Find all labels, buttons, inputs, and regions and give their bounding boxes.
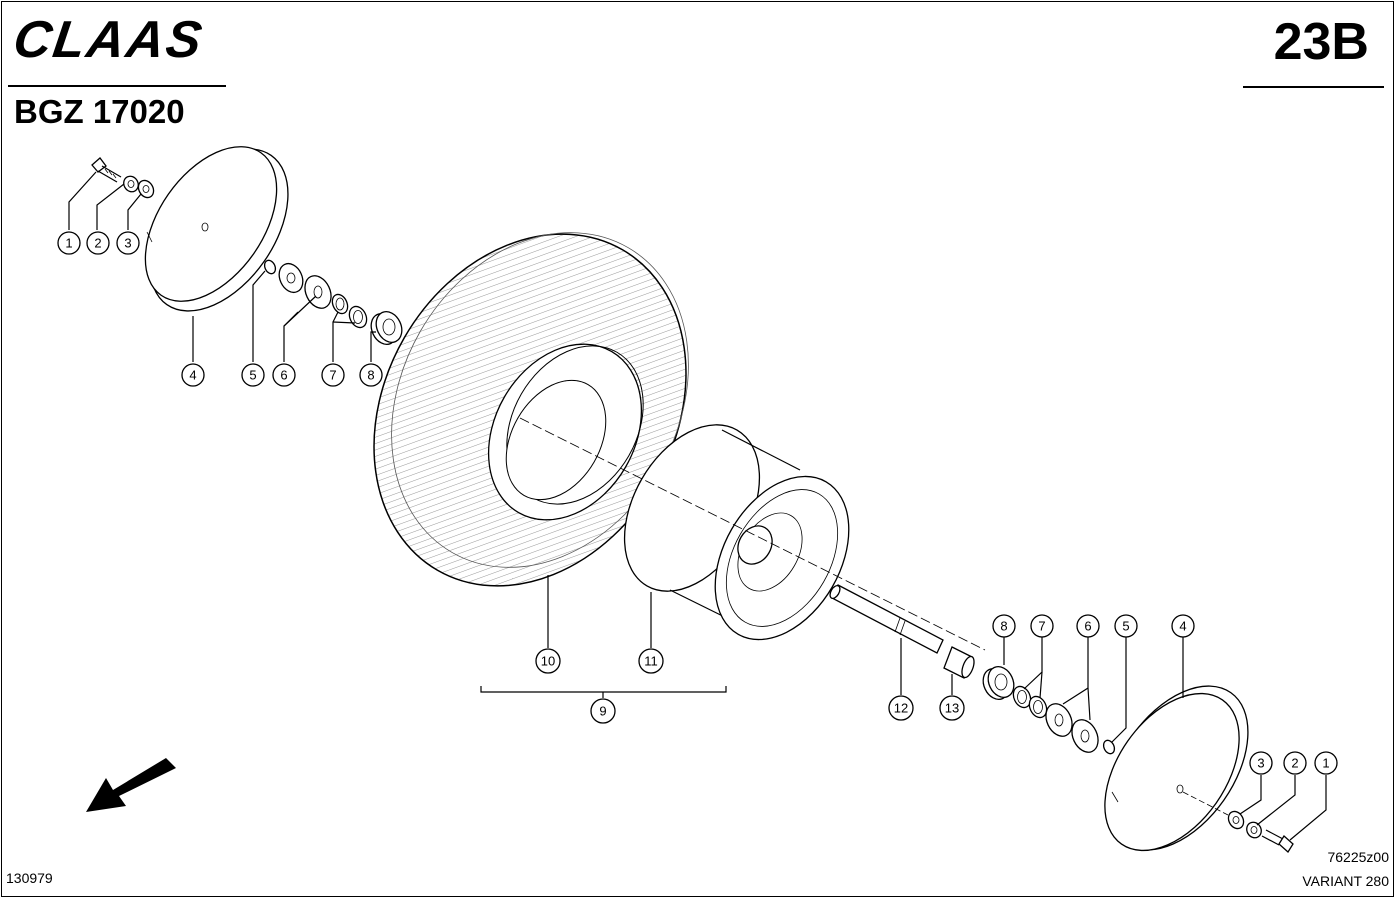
document-code: 130979 <box>6 870 53 886</box>
circlip-icon <box>263 259 277 275</box>
svg-text:11: 11 <box>644 654 658 669</box>
callout-8: 8 <box>992 614 1016 638</box>
rim-icon <box>623 424 850 641</box>
callout-8: 8 <box>359 363 383 387</box>
callout-2: 2 <box>86 231 110 255</box>
callout-4: 4 <box>181 363 205 387</box>
hub-cap-icon <box>1104 685 1249 852</box>
svg-text:4: 4 <box>1179 619 1186 634</box>
page-number: 23B <box>1273 13 1369 71</box>
svg-text:7: 7 <box>1038 619 1045 634</box>
svg-text:2: 2 <box>1291 756 1298 771</box>
callout-3: 3 <box>1249 751 1273 775</box>
model-title: BGZ 17020 <box>14 93 185 130</box>
callout-13: 13 <box>939 695 965 721</box>
svg-text:9: 9 <box>599 704 606 719</box>
drawing-code: 76225z00 <box>1327 849 1389 865</box>
variant-label: VARIANT 280 <box>1302 873 1389 889</box>
bearing-icon <box>982 665 1015 701</box>
svg-text:10: 10 <box>541 654 555 669</box>
leader-lines <box>68 171 1327 841</box>
bearing-icon <box>370 310 403 346</box>
svg-text:5: 5 <box>1122 619 1129 634</box>
svg-text:6: 6 <box>280 368 287 383</box>
svg-text:8: 8 <box>1000 619 1007 634</box>
washer-icon <box>1227 810 1245 830</box>
circlip-icon <box>1102 739 1116 755</box>
svg-text:3: 3 <box>1257 756 1264 771</box>
svg-text:1: 1 <box>1322 756 1329 771</box>
svg-text:8: 8 <box>367 368 374 383</box>
svg-text:2: 2 <box>94 236 101 251</box>
bushing-icon <box>943 646 975 679</box>
hub-cap-icon <box>144 146 289 312</box>
spring-washer-icon <box>123 175 139 193</box>
callout-1: 1 <box>57 231 81 255</box>
callout-3: 3 <box>116 231 140 255</box>
svg-text:1: 1 <box>65 236 72 251</box>
large-washer-icon <box>278 262 332 309</box>
callout-2: 2 <box>1283 751 1307 775</box>
svg-text:4: 4 <box>189 368 196 383</box>
callout-4: 4 <box>1171 614 1195 638</box>
page-number-underline <box>1243 86 1384 88</box>
callout-12: 12 <box>888 695 914 721</box>
callout-5: 5 <box>241 363 265 387</box>
callout-11: 11 <box>638 648 664 674</box>
svg-text:5: 5 <box>249 368 256 383</box>
direction-arrow-icon <box>86 758 176 812</box>
svg-text:12: 12 <box>894 701 908 716</box>
callout-9: 9 <box>590 698 616 724</box>
callout-6: 6 <box>272 363 296 387</box>
logo-underline <box>8 85 226 87</box>
bolt-icon <box>1261 829 1294 853</box>
axle-icon <box>829 584 944 654</box>
callout-10: 10 <box>535 648 561 674</box>
spring-washer-icon <box>1246 821 1262 839</box>
svg-text:7: 7 <box>329 368 336 383</box>
washer-icon <box>137 179 155 199</box>
callout-7: 7 <box>1030 614 1054 638</box>
large-washer-icon <box>1045 703 1099 753</box>
bolt-icon <box>91 157 122 183</box>
svg-text:6: 6 <box>1084 619 1091 634</box>
axis-centreline <box>519 417 986 651</box>
seal-ring-icon <box>1012 685 1048 719</box>
svg-text:3: 3 <box>124 236 131 251</box>
callout-5: 5 <box>1114 614 1138 638</box>
callout-7: 7 <box>321 363 345 387</box>
callout-6: 6 <box>1076 614 1100 638</box>
svg-text:13: 13 <box>945 701 959 716</box>
callout-1: 1 <box>1314 751 1338 775</box>
seal-ring-icon <box>331 293 368 329</box>
